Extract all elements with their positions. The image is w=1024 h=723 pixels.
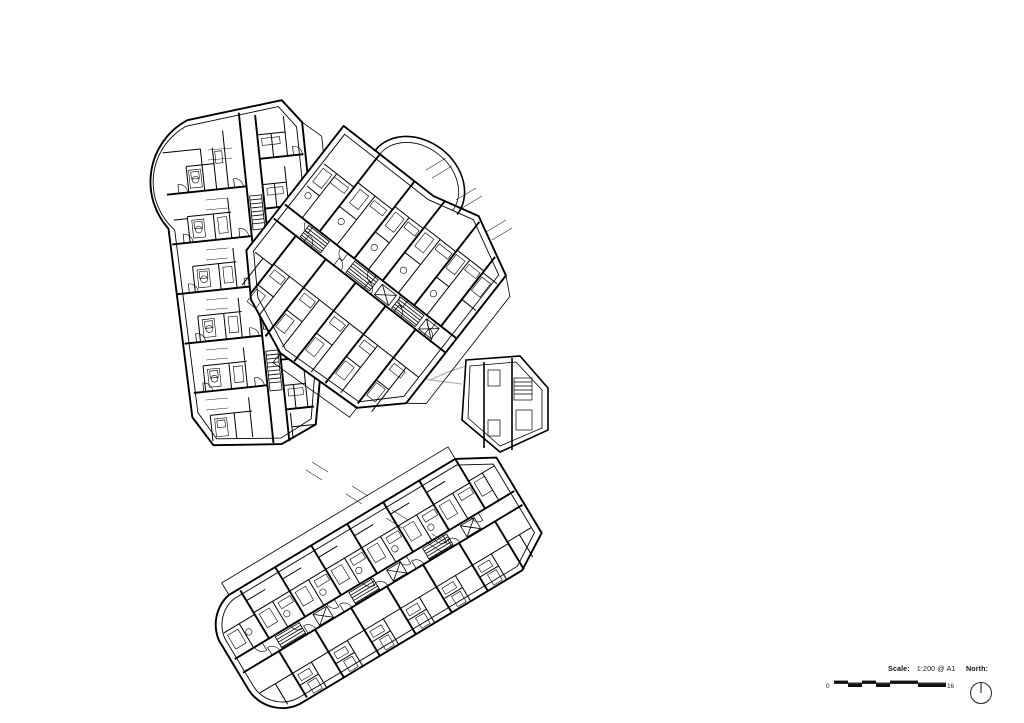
title-block: Scale: 1:200 @ A1 0 16 [826,664,1016,716]
scale-bar-graphic [834,680,946,687]
scale-tick-max: 16 [947,683,955,690]
wing-south [214,446,543,709]
scale-value: 1:200 @ A1 [916,664,956,673]
scale-label-row: Scale: 1:200 @ A1 [888,664,955,673]
wing-west [149,99,342,447]
scale-tick-min: 0 [826,683,830,690]
scale-label: Scale: [888,664,910,673]
north-label: North: [966,664,989,673]
north-arrow-icon [969,681,993,705]
scale-bar [826,678,956,692]
junction-block [461,355,549,453]
wing-north-east [241,124,511,418]
plan-detail-overlay [205,147,513,553]
north-group: North: [966,664,1012,707]
